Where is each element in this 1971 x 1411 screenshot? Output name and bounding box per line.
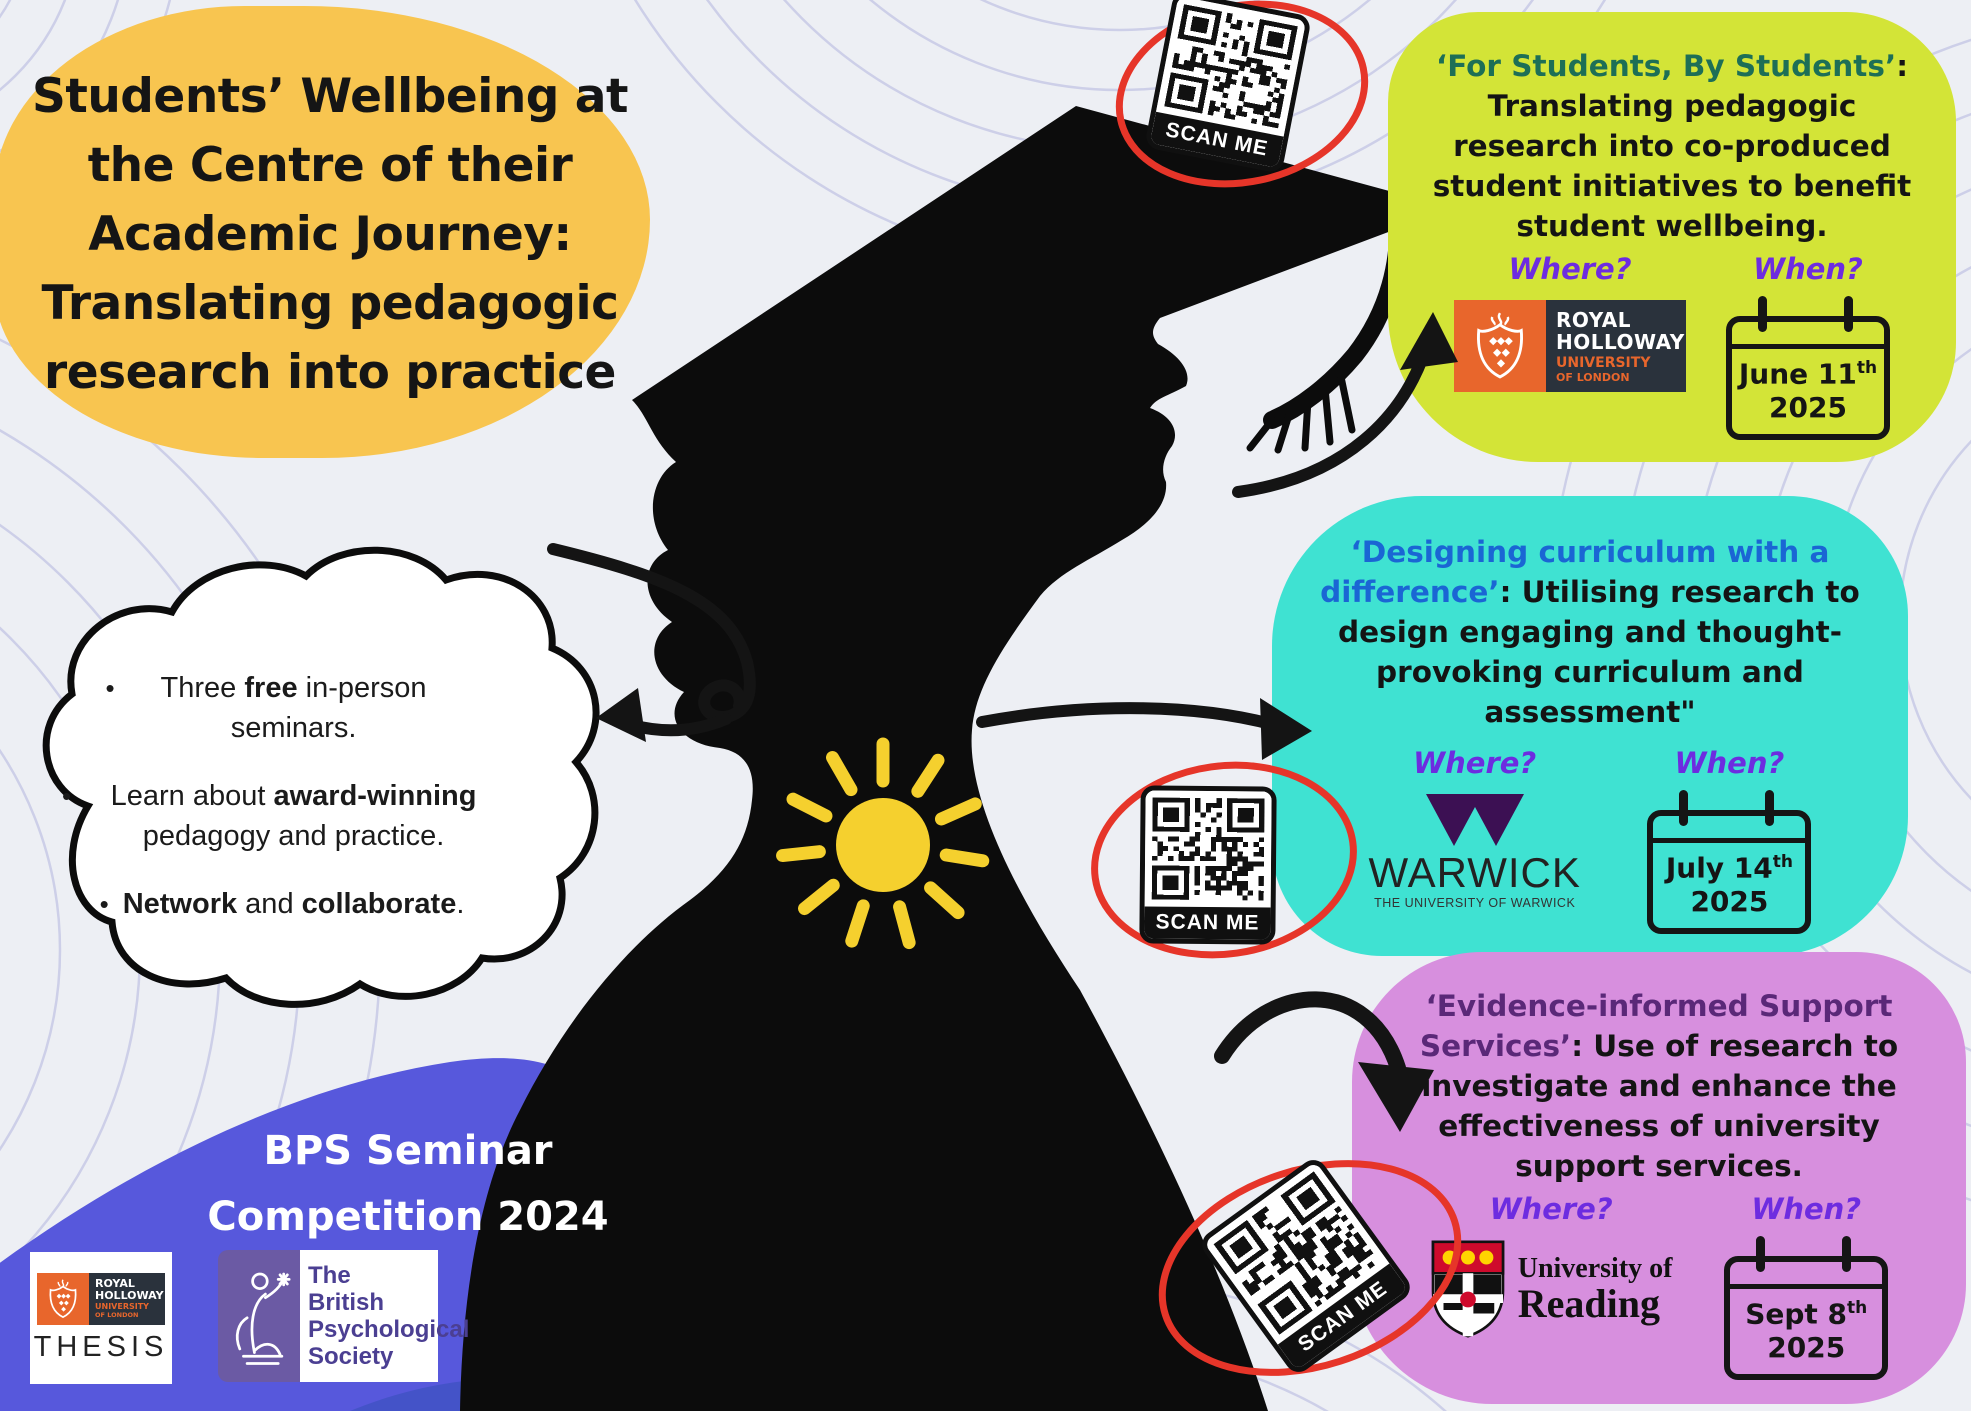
bps-wordmark: The British Psychological Society bbox=[300, 1250, 469, 1382]
competition-heading: BPS Seminar Competition 2024 bbox=[168, 1118, 648, 1250]
bps-logo-card: The British Psychological Society bbox=[218, 1250, 469, 1382]
seminar-3-when: When? Sept 8th 2025 bbox=[1724, 1192, 1889, 1380]
arrow-to-cloud-tail bbox=[616, 713, 732, 737]
where-label: Where? bbox=[1413, 746, 1537, 780]
poster-title: Students’ Wellbeing at the Centre of the… bbox=[32, 69, 628, 400]
seminar-1-description: ‘For Students, By Students’: Translating… bbox=[1432, 49, 1912, 243]
reading-shield-icon bbox=[1431, 1240, 1505, 1338]
bullet-text: Network and collaborate. bbox=[122, 888, 465, 920]
arrow-to-teal-blob bbox=[976, 702, 1284, 732]
where-label: Where? bbox=[1508, 252, 1632, 286]
warwick-w-icon bbox=[1425, 794, 1524, 846]
qr-code-card-top: SCAN ME bbox=[1144, 0, 1312, 174]
qr-code-card-middle: SCAN ME bbox=[1139, 785, 1277, 945]
royal-holloway-logo: ROYAL HOLLOWAY UNIVERSITY OF LONDON bbox=[1454, 300, 1686, 392]
seminar-1-details: Where? ROYAL HOLLOWAY UNIVERSITY OF LON bbox=[1414, 252, 1930, 440]
seminar-2-details: Where? WARWICK THE UNIVERSITY OF WARWICK… bbox=[1302, 746, 1878, 934]
seminar-2-description: ‘Designing curriculum with a difference’… bbox=[1320, 535, 1860, 729]
when-label: When? bbox=[1674, 746, 1785, 780]
calendar-icon: Sept 8th 2025 bbox=[1724, 1236, 1889, 1380]
bullet-dot: • bbox=[105, 673, 115, 703]
seminar-2-when: When? July 14th 2025 bbox=[1647, 746, 1812, 934]
warwick-subtitle: THE UNIVERSITY OF WARWICK bbox=[1374, 896, 1576, 910]
bullet-dot: • bbox=[62, 781, 72, 811]
qr-code-icon bbox=[1144, 790, 1272, 908]
seminar-pink-blob: ‘Evidence-informed Support Services’: Us… bbox=[1352, 952, 1966, 1404]
royal-holloway-crest-icon bbox=[37, 1272, 89, 1325]
royal-holloway-logo: ROYAL HOLLOWAY UNIVERSITY OF LONDON bbox=[37, 1272, 165, 1325]
warwick-wordmark: WARWICK bbox=[1368, 849, 1581, 896]
arrow-to-cloud bbox=[547, 543, 756, 723]
bullet-text: Three free in-person seminars. bbox=[160, 672, 427, 744]
when-label: When? bbox=[1751, 1192, 1862, 1226]
royal-holloway-wordmark: ROYAL HOLLOWAY UNIVERSITY OF LONDON bbox=[1546, 300, 1686, 392]
cloud-bullet-1: • Three free in-person seminars. bbox=[62, 668, 502, 748]
seminar-1-where: Where? ROYAL HOLLOWAY UNIVERSITY OF LON bbox=[1454, 252, 1686, 392]
calendar-icon: July 14th 2025 bbox=[1647, 790, 1812, 934]
bullet-text: Learn about award-winning pedagogy and p… bbox=[110, 780, 477, 852]
seminar-1-date: June 11th 2025 bbox=[1738, 357, 1878, 425]
competition-blob-shade bbox=[350, 1378, 592, 1411]
competition-line2: Competition 2024 bbox=[207, 1194, 609, 1240]
arrowhead-left bbox=[596, 688, 646, 742]
seminar-2-date: July 14th 2025 bbox=[1665, 851, 1793, 919]
qr-code-card-bottom: SCAN ME bbox=[1196, 1154, 1416, 1378]
bullet-dot: • bbox=[99, 889, 109, 919]
sun-icon bbox=[776, 737, 990, 950]
cloud-bullet-list: • Three free in-person seminars. • Learn… bbox=[62, 668, 502, 924]
seminar-green-blob: ‘For Students, By Students’: Translating… bbox=[1388, 12, 1956, 462]
title-blob bbox=[0, 6, 650, 458]
seminar-3-description: ‘Evidence-informed Support Services’: Us… bbox=[1419, 989, 1899, 1183]
thesis-wordmark: THESIS bbox=[33, 1330, 169, 1363]
cloud-bullet-2: • Learn about award-winning pedagogy and… bbox=[62, 776, 502, 856]
seminar-3-where: Where? University of Reading bbox=[1430, 1192, 1673, 1338]
scan-me-label: SCAN ME bbox=[1144, 906, 1271, 940]
reading-wordmark: University of Reading bbox=[1517, 1253, 1673, 1326]
qr-code-icon bbox=[1155, 0, 1307, 137]
tassel bbox=[1246, 205, 1408, 454]
when-label: When? bbox=[1753, 252, 1863, 286]
seminar-3-details: Where? University of Reading bbox=[1378, 1192, 1940, 1380]
royal-holloway-wordmark: ROYAL HOLLOWAY UNIVERSITY OF LONDON bbox=[89, 1272, 165, 1325]
calendar-icon: June 11th 2025 bbox=[1726, 296, 1890, 440]
thesis-logo-card: ROYAL HOLLOWAY UNIVERSITY OF LONDON THES… bbox=[30, 1252, 172, 1384]
seminar-teal-blob: ‘Designing curriculum with a difference’… bbox=[1272, 496, 1908, 956]
bps-figure-icon bbox=[218, 1250, 300, 1382]
reading-logo: University of Reading bbox=[1430, 1240, 1673, 1338]
seminar-2-where: Where? WARWICK THE UNIVERSITY OF WARWICK bbox=[1369, 746, 1581, 910]
warwick-logo: WARWICK THE UNIVERSITY OF WARWICK bbox=[1369, 794, 1581, 910]
royal-holloway-crest-icon bbox=[1454, 300, 1546, 392]
cloud-bullet-3: • Network and collaborate. bbox=[62, 884, 502, 924]
seminar-1-when: When? June 11th 2025 bbox=[1726, 252, 1890, 440]
competition-line1: BPS Seminar bbox=[263, 1128, 553, 1174]
qr-code-icon bbox=[1203, 1161, 1390, 1345]
where-label: Where? bbox=[1489, 1192, 1613, 1226]
seminar-3-date: Sept 8th 2025 bbox=[1745, 1297, 1868, 1365]
